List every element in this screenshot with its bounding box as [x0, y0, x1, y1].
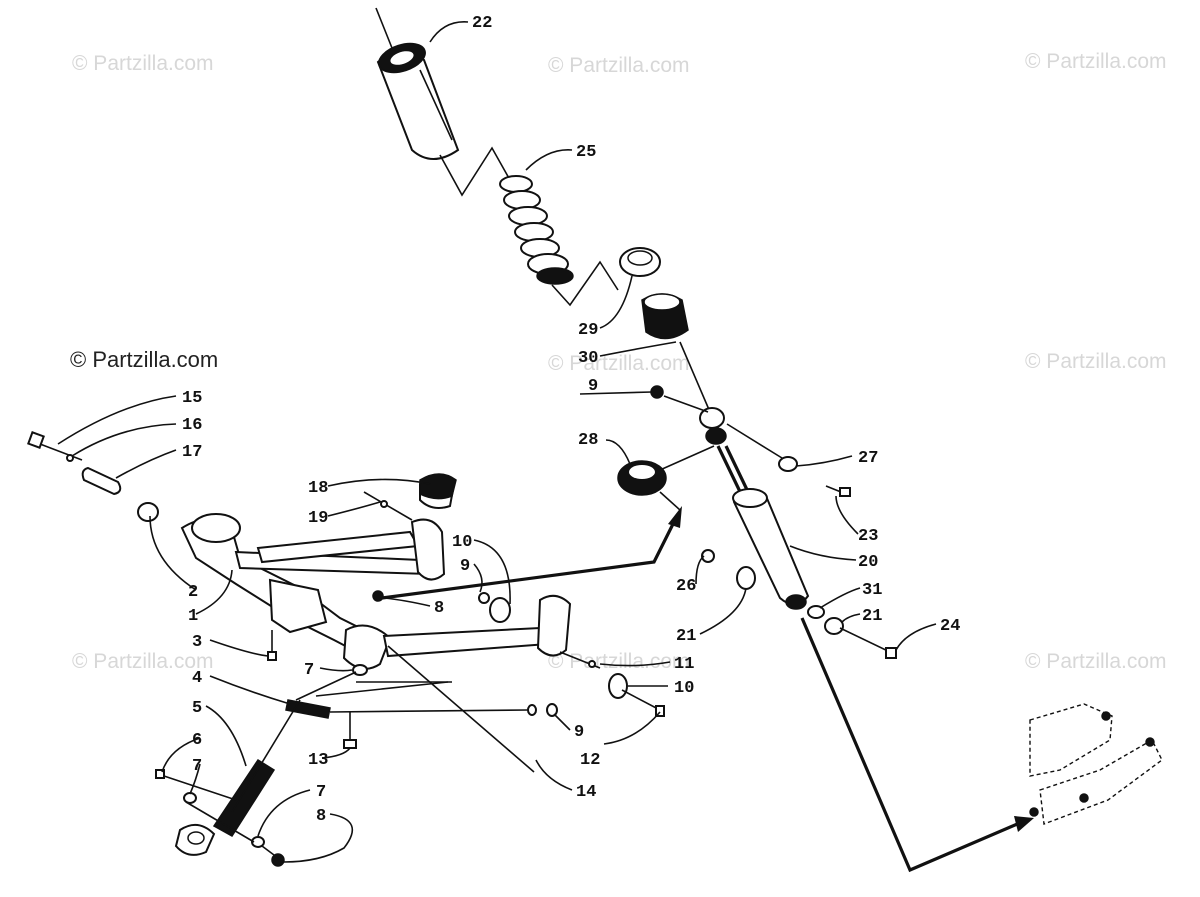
- callout-22: 22: [472, 14, 492, 33]
- callout-3: 3: [192, 633, 202, 652]
- shock-bushing-part: [778, 456, 798, 472]
- pivot-bolt-part: [621, 689, 665, 717]
- callout-6: 6: [192, 731, 202, 750]
- shock-sleeve-part: [376, 42, 460, 160]
- cap-screw-part: [363, 491, 413, 521]
- nut-part: [372, 590, 384, 602]
- callout-15: 15: [182, 389, 202, 408]
- washer-part: [527, 704, 537, 716]
- callout-26: 26: [676, 577, 696, 596]
- watermark: © Partzilla.com: [1025, 350, 1167, 373]
- spindle-arm-assembly: [27, 431, 665, 867]
- callout-14: 14: [576, 783, 596, 802]
- callout-31: 31: [862, 581, 882, 600]
- washer-part: [701, 549, 715, 563]
- callout-5: 5: [192, 699, 202, 718]
- lower-shock-bolt-part: [839, 627, 897, 659]
- bushing-part: [824, 617, 844, 635]
- spindle-bolt-part: [27, 431, 122, 496]
- bump-stop-part: [641, 293, 689, 340]
- tie-rod-part: [174, 758, 276, 856]
- arm-bushing-part: [608, 673, 628, 699]
- reference-frame-outline: [1029, 703, 1163, 825]
- callout-13: 13: [308, 751, 328, 770]
- callout-9: 9: [588, 377, 598, 396]
- assembly-arrows: [381, 506, 1034, 873]
- callout-23: 23: [858, 527, 878, 546]
- callout-20: 20: [858, 553, 878, 572]
- spindle-bushing-part: [137, 502, 159, 522]
- nut-part: [650, 385, 664, 399]
- callout-10: 10: [674, 679, 694, 698]
- callout-17: 17: [182, 443, 202, 462]
- callout-labels: 22 25 29 30 9 28 27 23 20 26 31 21 21 24…: [182, 14, 960, 826]
- callout-18: 18: [308, 479, 328, 498]
- spindle-part: [180, 513, 392, 670]
- callout-28: 28: [578, 431, 598, 450]
- callout-11: 11: [674, 655, 694, 674]
- callout-1: 1: [188, 607, 198, 626]
- callout-25: 25: [576, 143, 596, 162]
- callout-2: 2: [188, 583, 198, 602]
- callout-8: 8: [316, 807, 326, 826]
- callout-21: 21: [862, 607, 882, 626]
- shock-bolt-part: [825, 485, 851, 497]
- callout-12: 12: [580, 751, 600, 770]
- shock-seal-part: [617, 460, 667, 496]
- nut-part: [271, 853, 285, 867]
- callout-7: 7: [192, 757, 202, 776]
- callout-27: 27: [858, 449, 878, 468]
- callout-10: 10: [452, 533, 472, 552]
- nut-part: [546, 703, 558, 717]
- tie-rod-bolt-part: [155, 769, 237, 801]
- watermark: © Partzilla.com: [1025, 50, 1167, 73]
- callout-7: 7: [304, 661, 314, 680]
- callout-8: 8: [434, 599, 444, 618]
- watermark-group: © Partzilla.com © Partzilla.com © Partzi…: [70, 50, 1167, 673]
- callout-30: 30: [578, 349, 598, 368]
- callout-9: 9: [574, 723, 584, 742]
- callout-19: 19: [308, 509, 328, 528]
- watermark: © Partzilla.com: [548, 54, 690, 77]
- clamp-cap-part: [419, 473, 457, 500]
- spring-collar-part: [619, 247, 661, 277]
- leader-lines: [57, 21, 937, 863]
- shock-absorber-body-part: [699, 407, 810, 610]
- lower-a-arm-part: [382, 594, 572, 658]
- watermark: © Partzilla.com: [548, 352, 690, 375]
- bushing-part: [736, 566, 756, 590]
- watermark-main: © Partzilla.com: [70, 347, 218, 372]
- watermark: © Partzilla.com: [72, 650, 214, 673]
- bolt-part: [343, 712, 357, 749]
- link-pin-part: [285, 699, 331, 719]
- callout-16: 16: [182, 416, 202, 435]
- watermark: © Partzilla.com: [72, 52, 214, 75]
- callout-7: 7: [316, 783, 326, 802]
- shock-upper-assembly: [375, 7, 897, 659]
- arm-bolt-part: [559, 651, 601, 669]
- callout-24: 24: [940, 617, 960, 636]
- spacer-part: [807, 605, 825, 619]
- callout-29: 29: [578, 321, 598, 340]
- washer-part: [352, 664, 368, 676]
- watermark: © Partzilla.com: [548, 650, 690, 673]
- callout-4: 4: [192, 669, 202, 688]
- washer-part: [478, 592, 490, 604]
- washer-part: [183, 792, 197, 804]
- watermark: © Partzilla.com: [1025, 650, 1167, 673]
- bolt-part: [267, 630, 277, 661]
- washer-part: [251, 836, 265, 848]
- callout-21: 21: [676, 627, 696, 646]
- coil-spring-part: [499, 175, 574, 285]
- callout-9: 9: [460, 557, 470, 576]
